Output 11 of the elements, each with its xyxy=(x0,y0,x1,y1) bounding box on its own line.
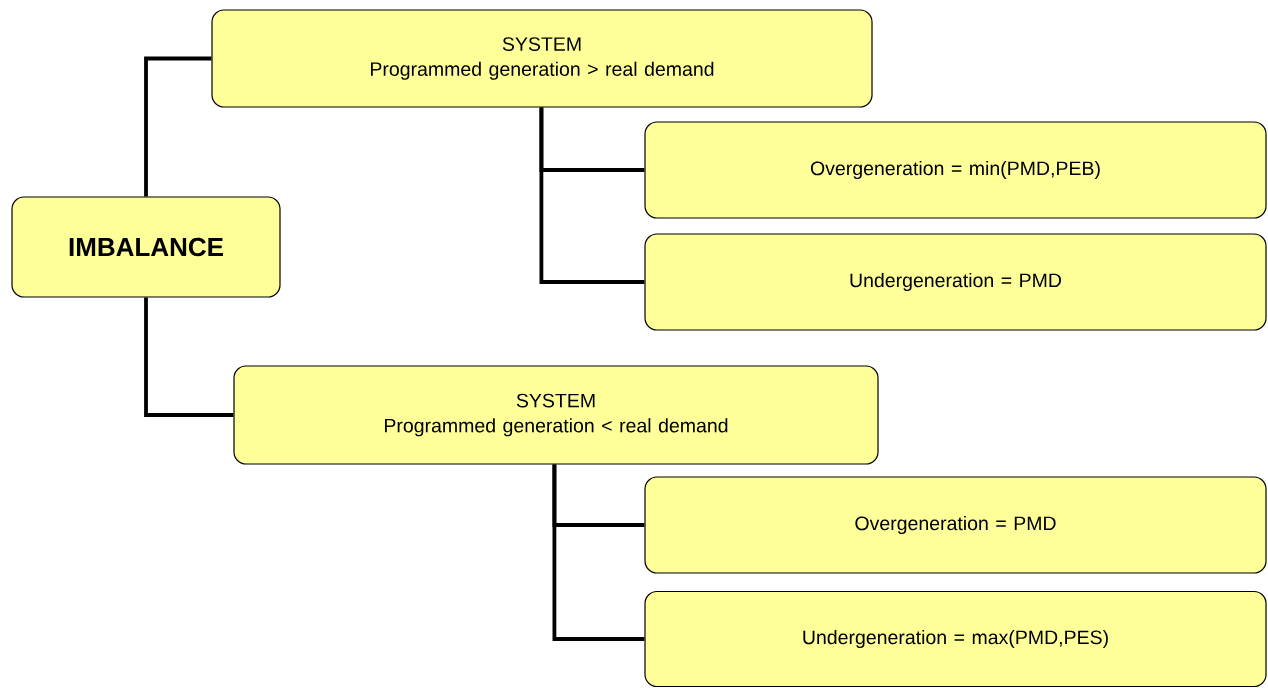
root-box: IMBALANCE xyxy=(11,196,281,298)
process-box: SYSTEM Programmed generation < real demand xyxy=(233,365,879,465)
connector-line xyxy=(144,56,212,197)
process-box: Undergeneration = max(PMD,PES) xyxy=(644,590,1267,688)
process-box: Overgeneration = min(PMD,PEB) xyxy=(644,121,1267,219)
process-box: Undergeneration = PMD xyxy=(644,233,1267,331)
process-box: SYSTEM Programmed generation > real demand xyxy=(211,9,873,108)
process-box: Overgeneration = PMD xyxy=(644,476,1267,574)
connector-line xyxy=(144,297,234,417)
connector-line xyxy=(539,107,645,284)
connector-line xyxy=(552,464,645,641)
